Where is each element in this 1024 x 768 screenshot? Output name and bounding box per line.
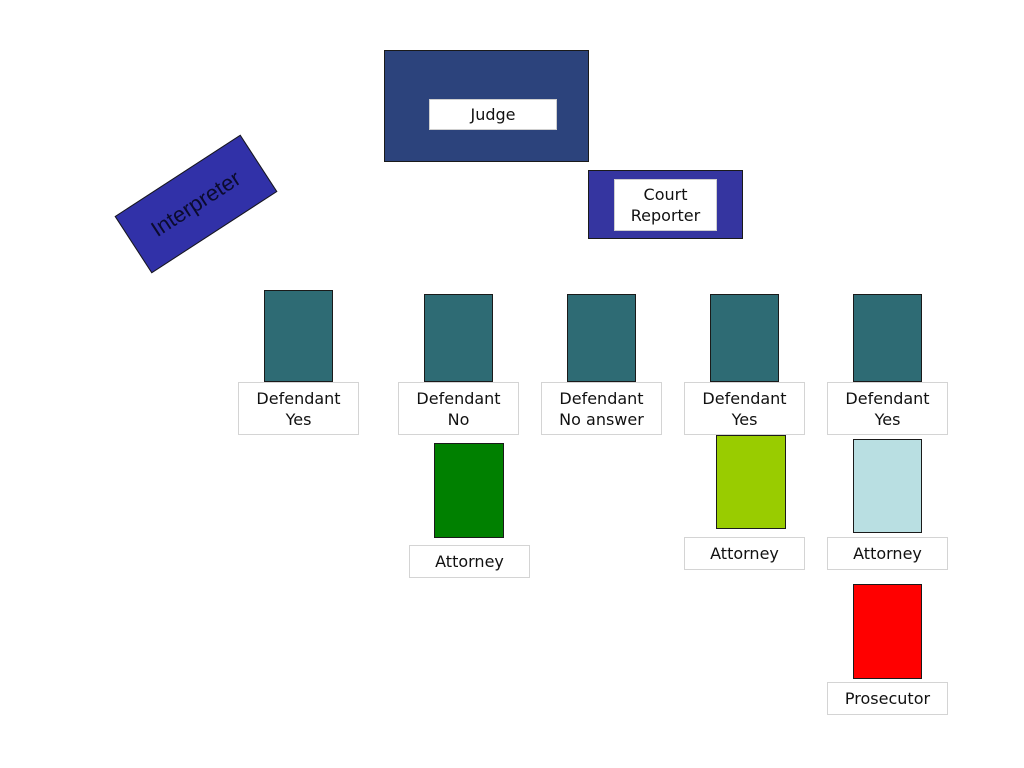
defendant-label: Defendant Yes <box>684 382 805 435</box>
defendant-label: Defendant Yes <box>827 382 948 435</box>
attorney-label: Attorney <box>409 545 530 578</box>
attorney-label: Attorney <box>827 537 948 570</box>
attorney-block <box>434 443 504 538</box>
defendant-block <box>424 294 493 382</box>
defendant-label: Defendant Yes <box>238 382 359 435</box>
defendant-label: Defendant No <box>398 382 519 435</box>
prosecutor-block <box>853 584 922 679</box>
judge-label: Judge <box>429 99 557 130</box>
court-reporter-label: Court Reporter <box>614 179 717 231</box>
attorney-block <box>716 435 786 529</box>
interpreter-label: Interpreter <box>146 165 246 242</box>
defendant-block <box>264 290 333 382</box>
attorney-block <box>853 439 922 533</box>
attorney-label: Attorney <box>684 537 805 570</box>
defendant-block <box>853 294 922 382</box>
defendant-label: Defendant No answer <box>541 382 662 435</box>
defendant-block <box>567 294 636 382</box>
prosecutor-label: Prosecutor <box>827 682 948 715</box>
interpreter-block: Interpreter <box>114 134 278 274</box>
defendant-block <box>710 294 779 382</box>
